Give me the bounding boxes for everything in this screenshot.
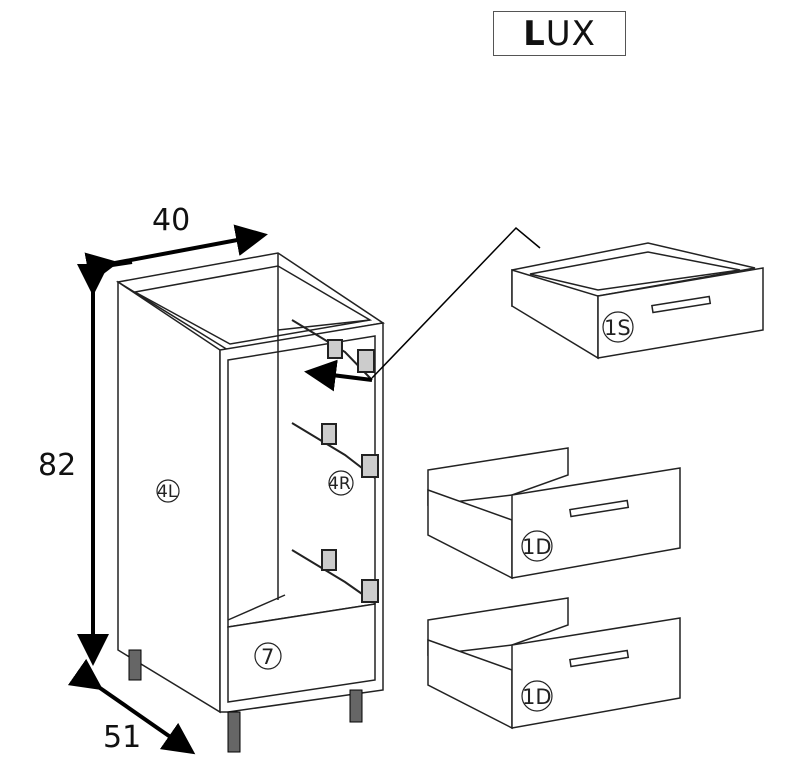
- height-dimension: 82: [38, 448, 77, 483]
- part-label-drawer-middle: 1D: [522, 535, 552, 559]
- runners: [291, 319, 379, 604]
- leader-line: [304, 226, 541, 392]
- drawer-middle: [427, 447, 681, 580]
- cabinet-carcass: [115, 252, 385, 714]
- part-label-circles: [156, 311, 634, 712]
- dimension-arrows: [67, 224, 268, 755]
- part-label-bottom: 7: [261, 645, 274, 669]
- badge-text: UX: [545, 13, 596, 54]
- legs: [128, 649, 363, 753]
- drawer-bottom: [427, 597, 681, 730]
- drawer-top: [511, 242, 764, 360]
- part-label-right-side: 4R: [328, 474, 351, 494]
- badge-letter: L: [523, 13, 546, 54]
- part-label-drawer-bottom: 1D: [522, 685, 552, 709]
- part-label-drawer-top: 1S: [604, 316, 631, 340]
- part-label-left-side: 4L: [157, 482, 178, 502]
